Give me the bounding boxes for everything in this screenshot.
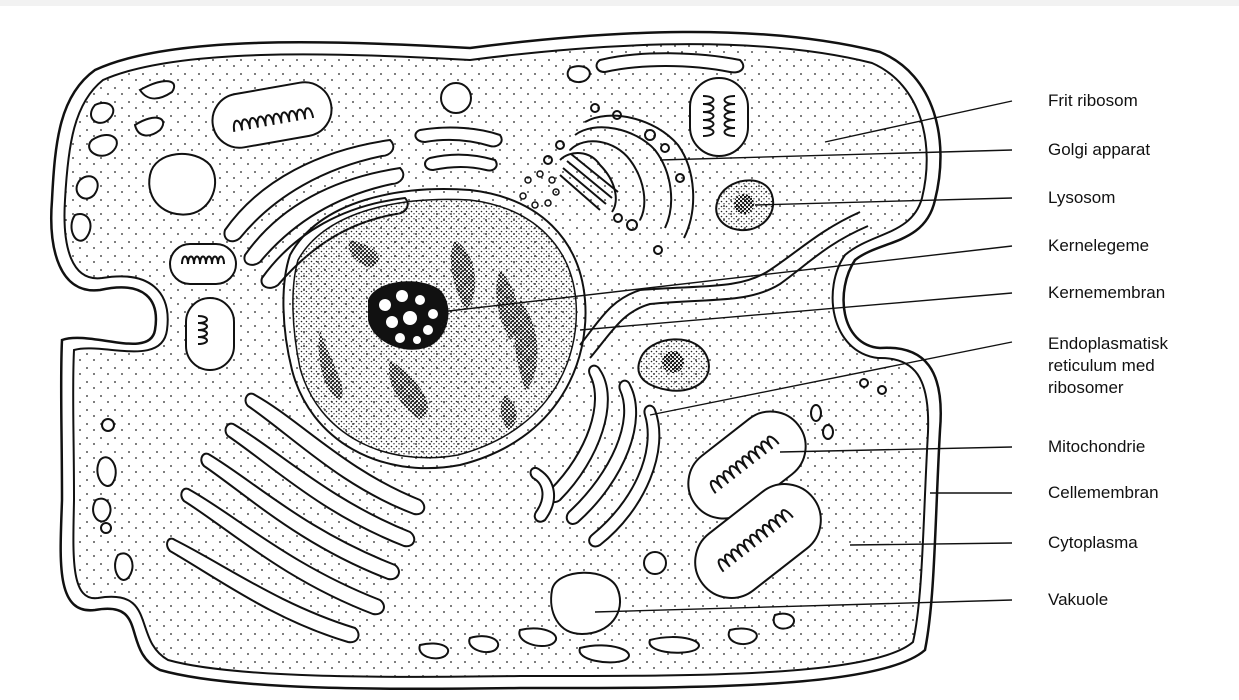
label-endoplasmatisk-line-3: ribosomer xyxy=(1048,377,1168,399)
vesicle-top xyxy=(441,83,471,113)
mitochondrion-3 xyxy=(170,244,236,284)
vesicle-lower xyxy=(644,552,666,574)
label-endoplasmatisk-line-2: reticulum med xyxy=(1048,355,1168,377)
label-kernelegeme: Kernelegeme xyxy=(1048,235,1149,257)
label-cytoplasma: Cytoplasma xyxy=(1048,532,1138,554)
vacuole-left xyxy=(149,154,215,215)
label-endoplasmatisk-reticulum: Endoplasmatisk reticulum med ribosomer xyxy=(1048,333,1168,399)
label-vakuole: Vakuole xyxy=(1048,589,1108,611)
label-mitochondrie: Mitochondrie xyxy=(1048,436,1145,458)
label-kernemembran: Kernemembran xyxy=(1048,282,1165,304)
label-golgi-apparat: Golgi apparat xyxy=(1048,139,1150,161)
label-endoplasmatisk-line-1: Endoplasmatisk xyxy=(1048,333,1168,355)
label-lysosom: Lysosom xyxy=(1048,187,1115,209)
label-frit-ribosom: Frit ribosom xyxy=(1048,90,1138,112)
label-cellemembran: Cellemembran xyxy=(1048,482,1159,504)
vacuole-main xyxy=(551,573,620,634)
lysosome-secondary xyxy=(638,339,709,390)
mitochondrion-2 xyxy=(690,78,748,156)
mitochondrion-4 xyxy=(186,298,234,370)
